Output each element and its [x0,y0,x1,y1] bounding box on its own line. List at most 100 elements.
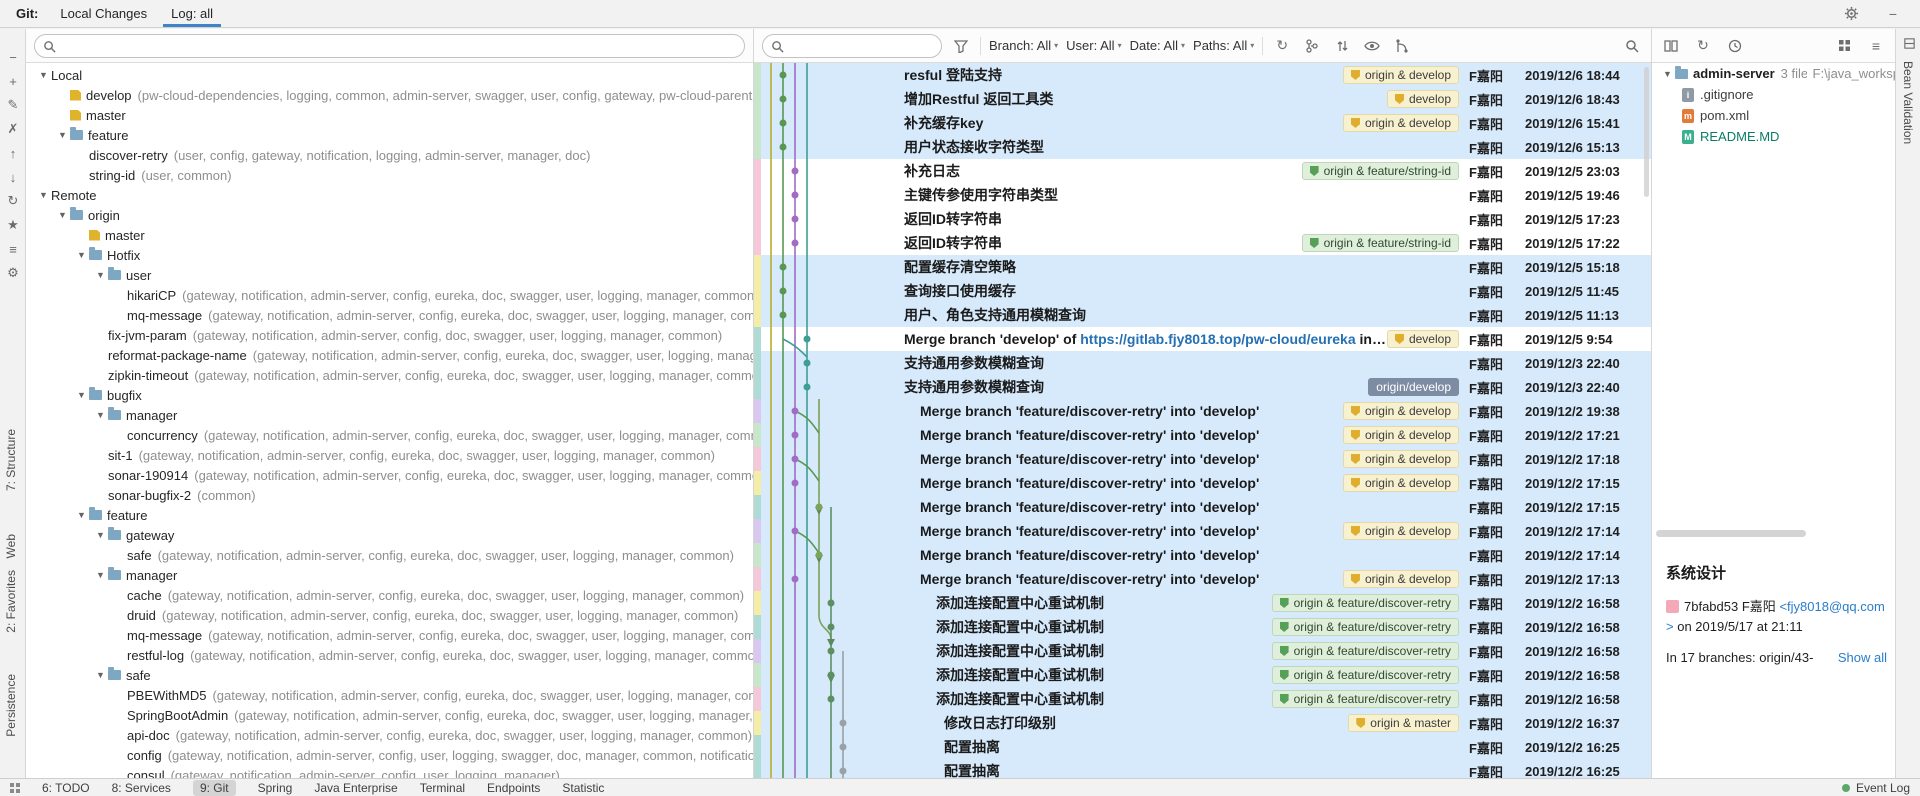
branch-tree-item[interactable]: ▼gateway [26,525,753,545]
expand-arrow-icon[interactable]: ▼ [93,670,108,680]
tab-local-changes[interactable]: Local Changes [48,0,159,27]
expand-arrow-icon[interactable]: ▼ [93,270,108,280]
statusbar-toolwindow--services[interactable]: 8: Services [112,781,171,795]
branch-tree-item[interactable]: SpringBootAdmin(gateway, notification, a… [26,705,753,725]
branch-tree-item[interactable]: ▼manager [26,405,753,425]
branch-tree-item[interactable]: ▼feature [26,505,753,525]
commit-row[interactable]: Merge branch 'feature/discover-retry' in… [754,423,1651,447]
date-filter[interactable]: Date: All▾ [1130,38,1185,53]
branch-label[interactable]: develop [1387,90,1459,108]
expand-arrow-icon[interactable]: ▼ [36,70,51,80]
branch-label[interactable]: origin & feature/discover-retry [1272,618,1459,636]
branch-label[interactable]: origin & feature/string-id [1302,234,1459,252]
branch-tree-item[interactable]: string-id(user, common) [26,165,753,185]
branch-search-input[interactable] [61,35,744,57]
branch-label[interactable]: origin & develop [1343,450,1459,468]
commit-row[interactable]: Merge branch 'feature/discover-retry' in… [754,399,1651,423]
commit-row[interactable]: Merge branch 'develop' of https://gitlab… [754,327,1651,351]
commit-row[interactable]: 配置缓存清空策略F嘉阳2019/12/5 15:18 [754,255,1651,279]
branch-label[interactable]: origin & develop [1343,402,1459,420]
filter-settings-icon[interactable] [950,35,972,57]
refresh-icon[interactable]: ↻ [0,189,26,213]
paths-filter[interactable]: Paths: All▾ [1193,38,1254,53]
details-scrollbar-thumb[interactable] [1656,530,1806,537]
branch-label[interactable]: origin & feature/discover-retry [1272,666,1459,684]
expand-arrow-icon[interactable]: ▼ [36,190,51,200]
branch-tree-item[interactable]: zipkin-timeout(gateway, notification, ad… [26,365,753,385]
commit-row[interactable]: Merge branch 'feature/discover-retry' in… [754,471,1651,495]
statusbar-toolwindow--todo[interactable]: 6: TODO [42,781,90,795]
branch-tree-item[interactable]: master [26,105,753,125]
add-icon[interactable]: + [0,69,26,93]
statusbar-toolwindow-endpoints[interactable]: Endpoints [487,781,540,795]
branch-tree-item[interactable]: hikariCP(gateway, notification, admin-se… [26,285,753,305]
log-search-box[interactable] [762,34,942,58]
commit-row[interactable]: Merge branch 'feature/discover-retry' in… [754,495,1651,519]
commit-row[interactable]: 补充日志origin & feature/string-idF嘉阳2019/12… [754,159,1651,183]
branch-tree-item[interactable]: concurrency(gateway, notification, admin… [26,425,753,445]
branch-tree-item[interactable]: sonar-bugfix-2(common) [26,485,753,505]
branch-tree-item[interactable]: fix-jvm-param(gateway, notification, adm… [26,325,753,345]
tab-log-all[interactable]: Log: all [159,0,225,27]
branch-label[interactable]: origin & develop [1343,66,1459,84]
commit-row[interactable]: 查询接口使用缓存F嘉阳2019/12/5 11:45 [754,279,1651,303]
branch-label[interactable]: origin & feature/discover-retry [1272,594,1459,612]
commit-row[interactable]: 主键传参使用字符串类型F嘉阳2019/12/5 19:46 [754,183,1651,207]
move-down-icon[interactable]: ↓ [0,165,26,189]
branch-tree-item[interactable]: ▼bugfix [26,385,753,405]
branch-tree-item[interactable]: api-doc(gateway, notification, admin-ser… [26,725,753,745]
branch-label[interactable]: origin & develop [1343,114,1459,132]
branch-tree-item[interactable]: cache(gateway, notification, admin-serve… [26,585,753,605]
gear-icon[interactable] [1840,3,1862,25]
branch-tree-item[interactable]: master [26,225,753,245]
branch-label[interactable]: origin & develop [1343,426,1459,444]
edit-icon[interactable]: ✎ [0,93,26,117]
show-list-icon[interactable]: ≡ [0,237,26,261]
branch-tree-item[interactable]: ▼Local [26,65,753,85]
statusbar-toolwindow-spring[interactable]: Spring [258,781,293,795]
branch-label[interactable]: origin & feature/discover-retry [1272,690,1459,708]
branch-tree-item[interactable]: sonar-190914(gateway, notification, admi… [26,465,753,485]
toolwindow-button-web[interactable]: Web [4,534,18,558]
show-list-icon[interactable]: ≡ [1865,35,1887,57]
expand-arrow-icon[interactable]: ▼ [93,570,108,580]
branch-label[interactable]: origin & develop [1343,522,1459,540]
commit-row[interactable]: 添加连接配置中心重试机制origin & feature/discover-re… [754,663,1651,687]
commit-row[interactable]: 用户状态接收字符类型F嘉阳2019/12/6 15:13 [754,135,1651,159]
branch-search-box[interactable] [34,34,745,58]
commit-row[interactable]: resful 登陆支持origin & developF嘉阳2019/12/6 … [754,63,1651,87]
branch-tree-item[interactable]: config(gateway, notification, admin-serv… [26,745,753,765]
intellisort-icon[interactable] [1331,35,1353,57]
commit-row[interactable]: 添加连接配置中心重试机制origin & feature/discover-re… [754,591,1651,615]
branch-label[interactable]: origin & feature/string-id [1302,162,1459,180]
commit-row[interactable]: 返回ID转字符串origin & feature/string-idF嘉阳201… [754,231,1651,255]
commit-row[interactable]: 修改日志打印级别origin & masterF嘉阳2019/12/2 16:3… [754,711,1651,735]
commit-row[interactable]: 支持通用参数模糊查询origin/developF嘉阳2019/12/3 22:… [754,375,1651,399]
show-diff-icon[interactable] [1660,35,1682,57]
search-log-icon[interactable] [1621,35,1643,57]
expand-arrow-icon[interactable]: ▼ [93,530,108,540]
commit-row[interactable]: 补充缓存keyorigin & developF嘉阳2019/12/6 15:4… [754,111,1651,135]
changed-file-row[interactable]: mpom.xml [1652,105,1895,126]
branch-tree-item[interactable]: restful-log(gateway, notification, admin… [26,645,753,665]
commit-row[interactable]: 配置抽离F嘉阳2019/12/2 16:25 [754,735,1651,759]
refresh-icon[interactable]: ↻ [1271,35,1293,57]
branch-filter[interactable]: Branch: All▾ [989,38,1058,53]
expand-arrow-icon[interactable]: ▼ [74,510,89,520]
expand-arrow-icon[interactable]: ▼ [93,410,108,420]
branch-tree-item[interactable]: sit-1(gateway, notification, admin-serve… [26,445,753,465]
hide-toolwindow-icon[interactable]: − [1882,3,1904,25]
changed-file-row[interactable]: MREADME.MD [1652,126,1895,147]
branch-tree-item[interactable]: ▼feature [26,125,753,145]
favorite-icon[interactable]: ★ [0,213,26,237]
commit-row[interactable]: Merge branch 'feature/discover-retry' in… [754,543,1651,567]
branch-tree-item[interactable]: discover-retry(user, config, gateway, no… [26,145,753,165]
delete-icon[interactable]: ✗ [0,117,26,141]
commit-row[interactable]: 添加连接配置中心重试机制origin & feature/discover-re… [754,615,1651,639]
expand-arrow-icon[interactable]: ▼ [55,210,70,220]
commit-row[interactable]: 用户、角色支持通用模糊查询F嘉阳2019/12/5 11:13 [754,303,1651,327]
cherry-pick-icon[interactable] [1301,35,1323,57]
commit-row[interactable]: 添加连接配置中心重试机制origin & feature/discover-re… [754,687,1651,711]
commit-row[interactable]: 添加连接配置中心重试机制origin & feature/discover-re… [754,639,1651,663]
expand-arrow-icon[interactable]: ▼ [55,130,70,140]
